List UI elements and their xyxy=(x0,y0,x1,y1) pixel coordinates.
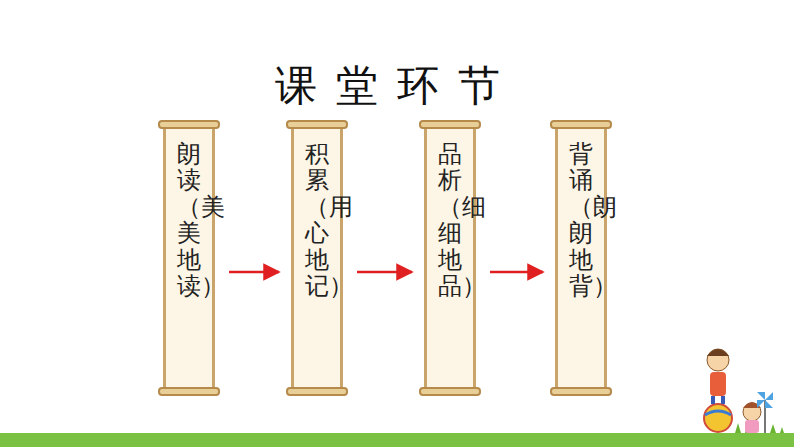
scroll-rod xyxy=(419,120,481,129)
vertical-label: （用心地记） xyxy=(305,194,329,300)
flow-arrow xyxy=(357,271,412,274)
scroll-box: 品析（细细地品） xyxy=(424,127,476,389)
scroll-rod xyxy=(550,120,612,129)
grass-blades xyxy=(735,423,784,433)
scroll-rod xyxy=(550,387,612,396)
scroll-rod xyxy=(286,120,348,129)
scroll-box: 背诵（朗朗地背） xyxy=(555,127,607,389)
scroll-rod xyxy=(286,387,348,396)
flow-arrow xyxy=(229,271,279,274)
scroll-rod xyxy=(158,120,220,129)
scroll-rod xyxy=(158,387,220,396)
vertical-label: 背诵 xyxy=(569,141,593,194)
flow-arrow xyxy=(490,271,543,274)
vertical-label: （细细地品） xyxy=(438,194,462,300)
grass-bar xyxy=(0,433,794,447)
vertical-label: 积累 xyxy=(305,141,329,194)
vertical-label: 品析 xyxy=(438,141,462,194)
title: 课堂环节 xyxy=(0,58,794,114)
scroll-box: 朗读（美美地读） xyxy=(163,127,215,389)
vertical-label: （朗朗地背） xyxy=(569,194,593,300)
vertical-label: （美美地读） xyxy=(177,194,201,300)
vertical-label: 朗读 xyxy=(177,141,201,194)
scroll-rod xyxy=(419,387,481,396)
scroll-box: 积累（用心地记） xyxy=(291,127,343,389)
kids-illustration xyxy=(704,349,773,433)
